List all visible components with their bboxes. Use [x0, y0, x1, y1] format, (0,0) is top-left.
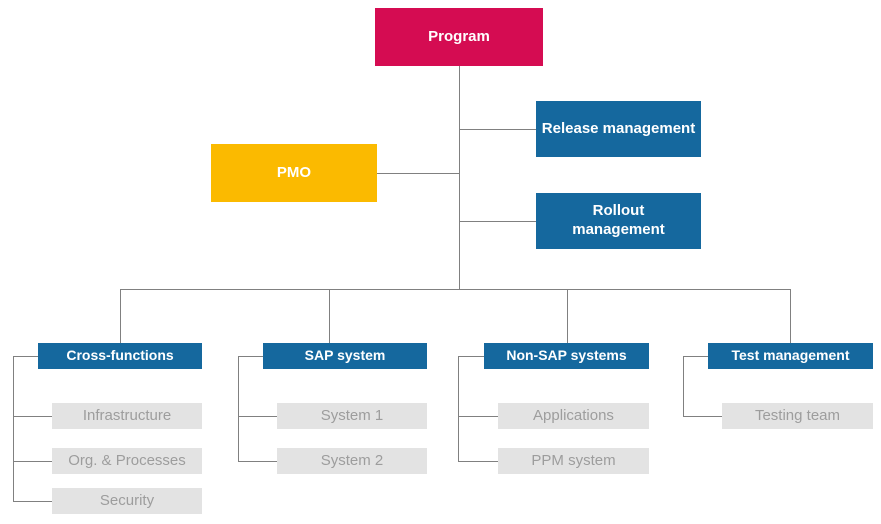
node-pmo: PMO — [211, 144, 377, 202]
node-testing-team: Testing team — [722, 403, 873, 429]
node-cross-functions: Cross-functions — [38, 343, 202, 369]
connector-group1-spine — [13, 356, 14, 501]
node-non-sap-systems: Non-SAP systems — [484, 343, 649, 369]
node-system-1: System 1 — [277, 403, 427, 429]
connector-group4-child1 — [683, 416, 722, 417]
node-applications: Applications — [498, 403, 649, 429]
connector-group2-stub — [238, 356, 263, 357]
node-system-2: System 2 — [277, 448, 427, 474]
node-ppm-system: PPM system — [498, 448, 649, 474]
connector-group1-child2 — [13, 461, 52, 462]
connector-drop-sap-system — [329, 289, 330, 343]
connector-rollout — [459, 221, 536, 222]
connector-group3-child1 — [458, 416, 498, 417]
connector-drop-non-sap-systems — [567, 289, 568, 343]
node-infrastructure: Infrastructure — [52, 403, 202, 429]
node-program: Program — [375, 8, 543, 66]
connector-group1-child3 — [13, 501, 52, 502]
connector-group2-spine — [238, 356, 239, 461]
node-security: Security — [52, 488, 202, 514]
connector-group4-stub — [683, 356, 708, 357]
connector-program-trunk — [459, 66, 460, 289]
connector-group4-spine — [683, 356, 684, 416]
node-org-processes: Org. & Processes — [52, 448, 202, 474]
node-rollout-management: Rollout management — [536, 193, 701, 249]
connector-group1-stub — [13, 356, 38, 357]
node-release-management: Release management — [536, 101, 701, 157]
connector-main-branch — [120, 289, 791, 290]
connector-release — [459, 129, 536, 130]
connector-group1-child1 — [13, 416, 52, 417]
connector-group3-spine — [458, 356, 459, 461]
node-test-management: Test management — [708, 343, 873, 369]
connector-group3-child2 — [458, 461, 498, 462]
connector-group3-stub — [458, 356, 484, 357]
node-sap-system: SAP system — [263, 343, 427, 369]
connector-group2-child2 — [238, 461, 277, 462]
connector-drop-cross-functions — [120, 289, 121, 343]
connector-pmo — [377, 173, 459, 174]
connector-group2-child1 — [238, 416, 277, 417]
connector-drop-test-management — [790, 289, 791, 343]
